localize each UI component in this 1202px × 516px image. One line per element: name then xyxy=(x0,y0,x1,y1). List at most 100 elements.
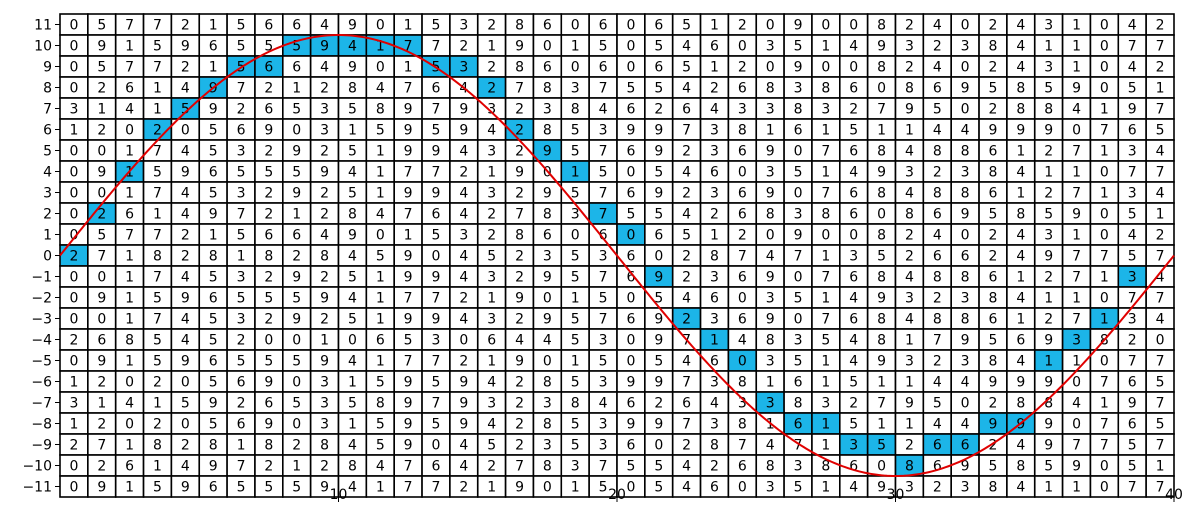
cell-digit: 1 xyxy=(376,291,385,307)
cell-digit: 8 xyxy=(961,144,970,160)
cell-digit: 1 xyxy=(1044,291,1053,307)
cell-digit: 3 xyxy=(766,480,775,496)
cell-digit: 7 xyxy=(933,333,942,349)
cell-digit: 4 xyxy=(1072,396,1081,412)
cell-digit: 3 xyxy=(543,102,552,118)
cell-digit: 1 xyxy=(376,354,385,370)
cell-digit: 3 xyxy=(710,375,719,391)
curve-layer xyxy=(59,33,1175,478)
cell-digit: 2 xyxy=(1156,228,1165,244)
cell-digit: 4 xyxy=(933,18,942,34)
cell-digit: 0 xyxy=(69,39,78,55)
cell-digit: 1 xyxy=(125,312,134,328)
cell-digit: 8 xyxy=(264,438,273,454)
cell-digit: 1 xyxy=(821,39,830,55)
cell-digit: 3 xyxy=(599,375,608,391)
cell-digit: 5 xyxy=(153,39,162,55)
cell-digit: 8 xyxy=(125,333,134,349)
cell-digit: 1 xyxy=(710,60,719,76)
cell-digit: 1 xyxy=(348,375,357,391)
cell-digit: 7 xyxy=(432,102,441,118)
cell-digit: 2 xyxy=(237,333,246,349)
cell-digit: 0 xyxy=(69,18,78,34)
cell-digit: 1 xyxy=(97,102,106,118)
cell-digit: 5 xyxy=(599,354,608,370)
cell-digit: 0 xyxy=(125,123,134,139)
cell-digit: 5 xyxy=(209,144,218,160)
cell-digit: 8 xyxy=(877,333,886,349)
cell-digit: 8 xyxy=(320,249,329,265)
cell-digit: 2 xyxy=(654,102,663,118)
cell-digit: 9 xyxy=(1044,375,1053,391)
cell-digit: 5 xyxy=(153,165,162,181)
cell-digit: 0 xyxy=(738,291,747,307)
cell-digit: 7 xyxy=(682,123,691,139)
cell-digit: 0 xyxy=(1100,354,1109,370)
cell-digit: 9 xyxy=(654,333,663,349)
cell-digit: 1 xyxy=(821,438,830,454)
cell-digit: 0 xyxy=(626,354,635,370)
cell-digit: 7 xyxy=(1100,375,1109,391)
cell-digit: 4 xyxy=(766,249,775,265)
cell-digit: 6 xyxy=(738,186,747,202)
cell-digit: 0 xyxy=(961,102,970,118)
cell-digit: 9 xyxy=(181,480,190,496)
cell-digit: 5 xyxy=(626,207,635,223)
cell-digit: 5 xyxy=(264,165,273,181)
cell-digit: 1 xyxy=(571,480,580,496)
cell-digit: 4 xyxy=(348,165,357,181)
cell-digit: 6 xyxy=(237,417,246,433)
cell-digit: 7 xyxy=(237,207,246,223)
cell-digit: 9 xyxy=(654,186,663,202)
cell-digit: 4 xyxy=(348,354,357,370)
cell-digit: 0 xyxy=(821,228,830,244)
cell-digit: 3 xyxy=(237,312,246,328)
cell-digit: 8 xyxy=(989,39,998,55)
cell-digit: 3 xyxy=(766,396,775,412)
cell-digit: 2 xyxy=(320,459,329,475)
cell-digit: 0 xyxy=(738,480,747,496)
cell-digit: 0 xyxy=(432,438,441,454)
cell-digit: 6 xyxy=(849,207,858,223)
cell-digit: 7 xyxy=(153,18,162,34)
cell-digit: 9 xyxy=(766,312,775,328)
cell-digit: 9 xyxy=(794,228,803,244)
cell-digit: 5 xyxy=(849,375,858,391)
cell-digit: 5 xyxy=(209,186,218,202)
cell-digit: 5 xyxy=(237,480,246,496)
cell-digit: 9 xyxy=(432,144,441,160)
cell-digit: 9 xyxy=(626,375,635,391)
cell-digit: 0 xyxy=(626,60,635,76)
cell-digit: 0 xyxy=(69,459,78,475)
cell-digit: 5 xyxy=(348,186,357,202)
cell-digit: 4 xyxy=(1016,480,1025,496)
cell-digit: 2 xyxy=(989,102,998,118)
cell-digit: 5 xyxy=(292,165,301,181)
cell-digit: 9 xyxy=(1044,249,1053,265)
cell-digit: 2 xyxy=(320,186,329,202)
cell-digit: 3 xyxy=(794,333,803,349)
cell-digit: 2 xyxy=(181,228,190,244)
cell-digit: 7 xyxy=(821,186,830,202)
cell-digit: 2 xyxy=(459,291,468,307)
cell-digit: 6 xyxy=(989,144,998,160)
cell-digit: 8 xyxy=(877,60,886,76)
cell-digit: 2 xyxy=(459,480,468,496)
cell-digit: 8 xyxy=(710,438,719,454)
cell-digit: 7 xyxy=(153,144,162,160)
cell-digit: 0 xyxy=(69,312,78,328)
cell-digit: 1 xyxy=(571,354,580,370)
cell-digit: 2 xyxy=(292,249,301,265)
cell-digit: 1 xyxy=(153,207,162,223)
cell-digit: 9 xyxy=(404,123,413,139)
cell-digit: 1 xyxy=(153,396,162,412)
y-tick-label: −10 xyxy=(22,459,52,475)
cell-digit: 2 xyxy=(933,291,942,307)
cell-digit: 1 xyxy=(1100,144,1109,160)
cell-digit: 0 xyxy=(69,165,78,181)
cell-digit: 9 xyxy=(432,270,441,286)
cell-digit: 2 xyxy=(682,186,691,202)
cell-digit: 5 xyxy=(654,480,663,496)
cell-digit: 1 xyxy=(571,165,580,181)
cell-digit: 1 xyxy=(821,123,830,139)
